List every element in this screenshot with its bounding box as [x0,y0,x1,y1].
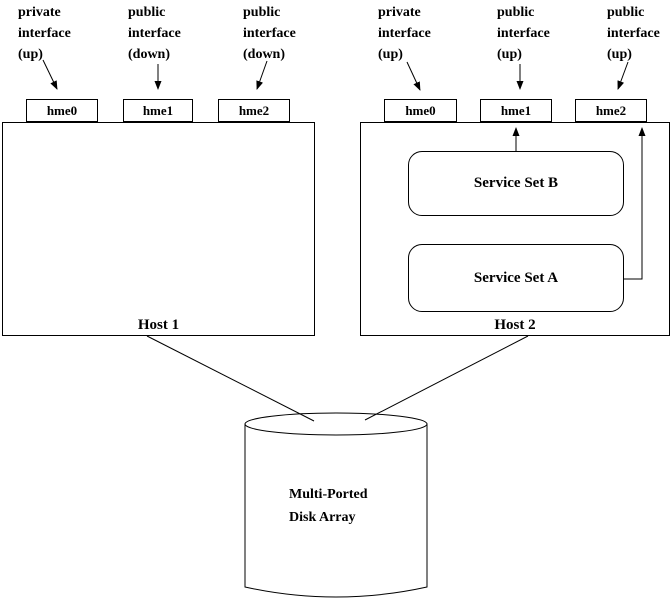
host2-label: Host 2 [494,317,536,333]
annotation-host2-hme0: private interface (up) [378,5,431,62]
annotation-host2-hme2: public interface (up) [607,5,660,62]
arrow-host2-hme2 [617,61,629,90]
disk-array-label: Multi-Ported Disk Array [289,487,368,525]
service-set-b-box: Service Set B [408,151,624,216]
host2-box: Host 2 [360,122,670,336]
line-host1-to-disk [146,335,315,422]
arrow-host1-hme0 [42,59,58,90]
host2-hme2-box: hme2 [575,99,647,122]
annotation-host2-hme1: public interface (up) [497,5,550,62]
host1-hme1-box: hme1 [123,99,193,122]
annotation-host1-hme2: public interface (down) [243,5,296,62]
host2-hme1-box: hme1 [480,99,552,122]
service-set-a-box: Service Set A [408,244,624,312]
host1-box: Host 1 [2,122,315,336]
host1-hme0-box: hme0 [26,99,98,122]
arrow-service-set-a-to-hme2 [624,127,646,280]
annotation-host1-hme1: public interface (down) [128,5,181,62]
disk-array-cylinder [244,412,428,598]
host1-label: Host 1 [137,317,180,333]
host2-hme0-box: hme0 [384,99,457,122]
arrow-host2-hme0 [406,61,421,91]
host1-hme2-box: hme2 [218,99,290,122]
annotation-host1-hme0: private interface (up) [18,5,71,62]
line-host2-to-disk [364,335,529,421]
arrow-host1-hme2 [256,60,268,90]
